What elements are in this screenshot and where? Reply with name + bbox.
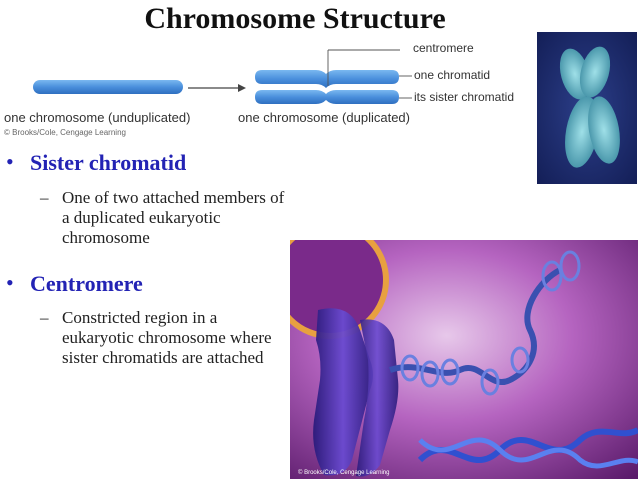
chromosome-diagram — [0, 38, 530, 138]
illustration-credit: © Brooks/Cole, Cengage Learning — [298, 469, 389, 476]
slide-title: Chromosome Structure — [144, 2, 446, 35]
bullet-detail-sister-chromatid: One of two attached members of a duplica… — [62, 188, 285, 247]
bullet-dot-2: • — [6, 270, 14, 295]
bullet-heading-centromere: Centromere — [30, 271, 143, 296]
dash-2: – — [40, 308, 49, 327]
label-one-chromatid: one chromatid — [414, 68, 491, 82]
credit-text: © Brooks/Cole, Cengage Learning — [4, 128, 126, 137]
chromosome-micrograph — [537, 32, 637, 184]
duplicated-chromosome — [255, 70, 399, 104]
arrow-icon — [188, 84, 246, 92]
label-sister-chromatid: its sister chromatid — [414, 90, 515, 104]
label-unduplicated: one chromosome (unduplicated) — [4, 110, 191, 125]
label-centromere: centromere — [413, 41, 474, 55]
dna-coiling-illustration: © Brooks/Cole, Cengage Learning — [290, 240, 638, 479]
chromosome-diagram-svg — [33, 49, 412, 104]
bullet-dot-1: • — [6, 149, 14, 174]
leader-lines — [327, 49, 412, 99]
bullet-detail-centromere: Constricted region in a eukaryotic chrom… — [62, 308, 272, 367]
label-duplicated: one chromosome (duplicated) — [238, 110, 410, 125]
unduplicated-chromosome — [33, 80, 183, 94]
dash-1: – — [40, 188, 49, 207]
bullet-heading-sister-chromatid: Sister chromatid — [30, 150, 187, 175]
